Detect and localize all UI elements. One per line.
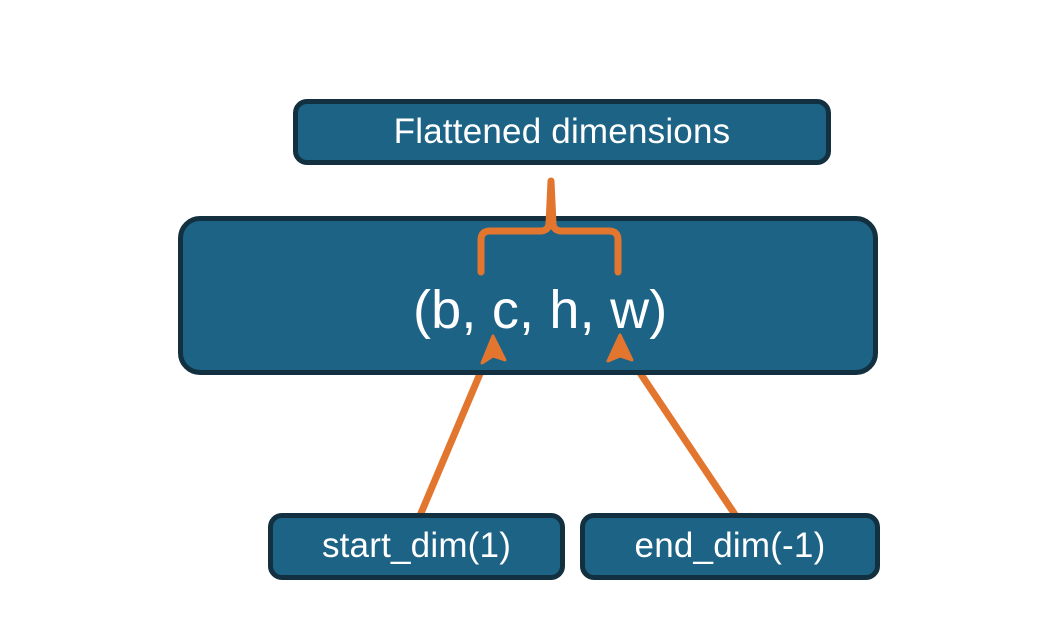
tensor-shape-box[interactable]: (b, c, h, w)	[178, 216, 878, 375]
start-dim-label: start_dim(1)	[321, 526, 512, 566]
end-dim-box[interactable]: end_dim(-1)	[580, 513, 880, 580]
flattened-dimensions-label: Flattened dimensions	[393, 111, 731, 151]
tensor-shape-label: (b, c, h, w)	[413, 280, 668, 340]
flattened-dimensions-box[interactable]: Flattened dimensions	[293, 99, 831, 165]
start-dim-box[interactable]: start_dim(1)	[268, 513, 565, 580]
end-dim-label: end_dim(-1)	[634, 526, 826, 566]
